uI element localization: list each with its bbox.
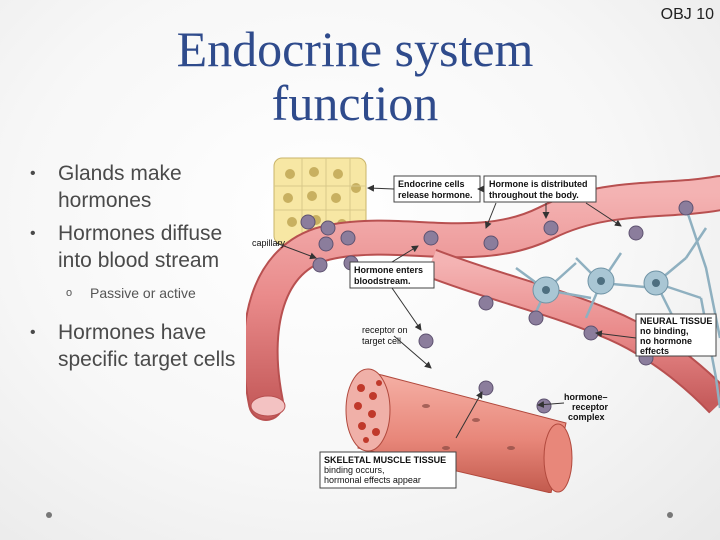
label-distributed: throughout the body. [489,190,579,200]
sub-bullet-text: Passive or active [90,285,196,301]
label-neural-tissue: no hormone [640,336,692,346]
label-distributed: Hormone is distributed [489,179,588,189]
label-neural-tissue: NEURAL TISSUE [640,316,712,326]
label-neural-tissue: no binding, [640,326,689,336]
label-complex: receptor [572,402,609,412]
endocrine-diagram: Endocrine cells release hormone. Hormone… [242,148,720,494]
label-neural-tissue: effects [640,346,669,356]
bullet-list: • Glands make hormones • Hormones diffus… [30,160,260,379]
label-receptor: receptor on [362,325,408,335]
objective-tag: OBJ 10 [660,6,714,23]
leader-arrows [275,184,637,439]
label-hormone-enters: Hormone enters [354,265,423,275]
slide-title: Endocrine system function [176,21,534,131]
bullet-dot-icon: • [30,165,36,182]
sub-bullet-marker-icon: o [66,287,73,299]
neuron-cells [532,267,669,304]
label-capillary: capillary [252,238,286,248]
corner-ornament [46,512,52,518]
bullet-dot-icon: • [30,324,36,341]
label-hormone-enters: bloodstream. [354,276,411,286]
neural-tissue [515,207,720,409]
bullet-text: Hormones diffuse into blood stream [58,222,223,272]
bullet-text: Glands make hormones [58,162,182,212]
skeletal-muscle [345,368,573,494]
label-receptor: target cell [362,336,401,346]
label-complex: hormone– [564,392,608,402]
bullet-item: • Glands make hormones [30,160,260,214]
label-endocrine-cells: Endocrine cells [398,179,465,189]
label-skeletal-muscle: hormonal effects appear [324,475,421,485]
label-skeletal-muscle: SKELETAL MUSCLE TISSUE [324,455,446,465]
corner-ornament [667,512,673,518]
label-skeletal-muscle: binding occurs, [324,465,385,475]
bullet-item: • Hormones diffuse into blood stream [30,220,260,274]
bullet-text: Hormones have specific target cells [58,321,236,371]
label-endocrine-cells: release hormone. [398,190,473,200]
bullet-dot-icon: • [30,225,36,242]
sub-bullet-item: o Passive or active [30,280,260,307]
label-complex: complex [568,412,605,422]
bullet-item: • Hormones have specific target cells [30,319,260,373]
